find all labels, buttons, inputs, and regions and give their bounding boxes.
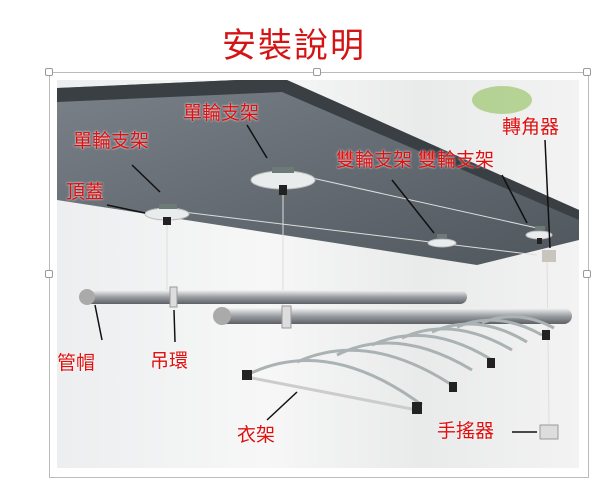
label-double-wheel-brackets: 雙輪支架 雙輪支架 [336,149,495,171]
label-hand-crank: 手搖器 [437,420,495,442]
hand-crank [539,424,559,440]
resize-handle[interactable] [313,68,321,76]
pointer-arrows [94,124,551,433]
page-title: 安裝說明 [222,26,366,66]
label-pipe-cap: 管帽 [57,352,96,374]
resize-handle[interactable] [45,270,53,278]
label-corner-device: 轉角器 [502,116,560,138]
diagram-illustration [57,80,579,440]
resize-handle[interactable] [583,270,591,278]
top-cover [144,170,553,248]
resize-handle[interactable] [45,68,53,76]
label-top-cover: 頂蓋 [66,181,105,203]
label-hanging-ring: 吊環 [150,350,189,372]
product-diagram [57,80,579,468]
hangers [246,315,555,412]
label-single-wheel-bracket: 單輪支架 [73,130,150,152]
resize-handle[interactable] [583,68,591,76]
ceiling [57,80,579,265]
drying-rod [82,290,467,304]
label-single-wheel-bracket: 單輪支架 [183,102,260,124]
label-hanger: 衣架 [237,424,276,446]
